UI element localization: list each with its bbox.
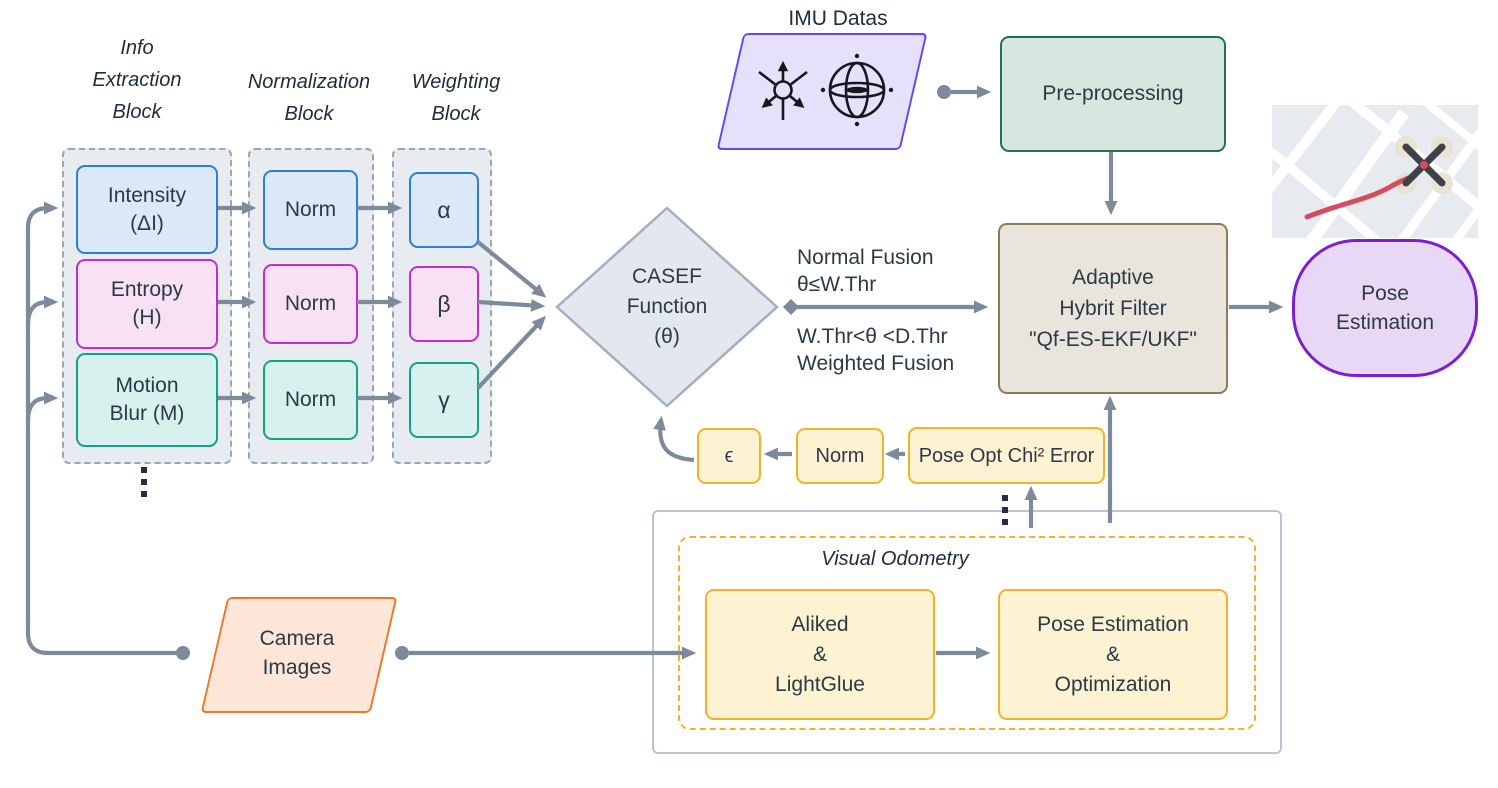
norm-box-entropy: Norm: [263, 264, 358, 344]
vo-box-line: &: [1105, 642, 1120, 666]
motion-blur-box: Motion Blur (M): [76, 353, 218, 447]
feedback-norm-box: Norm: [796, 428, 884, 484]
visual-odometry-title-text: Visual Odometry: [821, 548, 969, 570]
header-line: Block: [112, 101, 162, 123]
alpha-weight-box: α: [409, 172, 479, 248]
norm-box-intensity: Norm: [263, 170, 358, 250]
weighting-block-header: Weighting Block: [396, 66, 516, 130]
visual-odometry-title: Visual Odometry: [821, 548, 968, 571]
aliked-lightglue-box: Aliked & LightGlue: [705, 589, 935, 720]
header-line: Weighting: [411, 71, 501, 93]
camera-right-junction-dot: [395, 646, 409, 660]
pre-processing-box: Pre-processing: [1000, 36, 1226, 152]
intensity-box: Intensity (ΔI): [76, 165, 218, 254]
alpha-label: α: [437, 197, 451, 223]
fusion-line: Weighted Fusion: [797, 352, 955, 375]
header-line: Block: [284, 103, 334, 125]
motion-blur-label: Motion: [115, 374, 179, 397]
casef-line: (θ): [654, 325, 680, 348]
feedback-norm-label: Norm: [815, 445, 865, 467]
entropy-label: Entropy: [110, 278, 184, 301]
gyroscope-icon: [820, 53, 894, 127]
norm-label: Norm: [284, 388, 337, 411]
map-with-drone-trajectory-icon: [1272, 105, 1478, 238]
chi2-error-label: Pose Opt Chi² Error: [918, 444, 1095, 467]
gamma-label: γ: [438, 387, 450, 413]
motion-blur-symbol: Blur (M): [109, 402, 185, 425]
pose-opt-chi2-error-box: Pose Opt Chi² Error: [908, 427, 1105, 484]
pose-estimation-output-node: Pose Estimation: [1292, 239, 1478, 377]
camera-line: Camera: [259, 627, 335, 650]
casef-function-node: CASEF Function (θ): [597, 262, 737, 352]
vo-box-line: Optimization: [1054, 672, 1172, 696]
norm-box-motion: Norm: [263, 360, 358, 440]
pose-output-line: Pose: [1361, 282, 1409, 305]
header-line: Info: [120, 37, 154, 59]
visual-odometry-dashed-container: [678, 536, 1256, 730]
camera-to-motion-connector: [25, 391, 59, 421]
norm-label: Norm: [284, 292, 337, 315]
filter-line: "Qf-ES-EKF/UKF": [1029, 328, 1197, 351]
entropy-symbol: (H): [132, 306, 162, 329]
adaptive-hybrid-filter-box: Adaptive Hybrit Filter "Qf-ES-EKF/UKF": [998, 223, 1228, 394]
norm-label: Norm: [284, 198, 337, 221]
fusion-line: W.Thr<θ <D.Thr: [797, 325, 948, 348]
drone-icon: [1304, 136, 1453, 220]
pose-output-line: Estimation: [1335, 311, 1435, 334]
camera-to-entropy-connector: [25, 295, 59, 325]
casef-line: CASEF: [631, 265, 702, 288]
vo-box-line: Pose Estimation: [1037, 612, 1189, 636]
camera-images-label: Camera Images: [214, 597, 380, 709]
entropy-box: Entropy (H): [76, 259, 218, 349]
ellipsis-dot: [141, 491, 147, 497]
epsilon-box: ϵ: [697, 428, 761, 484]
imu-datas-title: IMU Datas: [748, 3, 928, 35]
intensity-label: Intensity: [107, 183, 187, 207]
casef-line: Function: [626, 295, 708, 318]
camera-left-junction-dot: [176, 646, 190, 660]
epsilon-label: ϵ: [724, 445, 734, 467]
filter-line: Hybrit Filter: [1059, 297, 1167, 320]
camera-line: Images: [262, 656, 332, 679]
vo-box-line: LightGlue: [775, 672, 865, 696]
map-svg: [1272, 105, 1478, 238]
epsilon-to-casef-arrow: [653, 415, 695, 463]
ellipsis-dot: [141, 467, 147, 473]
pre-processing-label: Pre-processing: [1042, 82, 1184, 105]
weighted-fusion-label: W.Thr<θ <D.Thr Weighted Fusion: [797, 323, 954, 377]
gamma-weight-box: γ: [409, 362, 479, 438]
header-line: Extraction: [92, 69, 182, 91]
info-extraction-block-header: Info Extraction Block: [57, 32, 217, 128]
header-line: Normalization: [247, 71, 371, 93]
normalization-block-header: Normalization Block: [230, 66, 388, 130]
beta-weight-box: β: [409, 266, 479, 342]
casef-diamond-shape: [555, 206, 779, 408]
accelerometer-axes-icon: [758, 60, 808, 120]
fusion-line: θ≤W.Thr: [797, 273, 877, 296]
imu-junction-dot: [937, 85, 951, 99]
ellipsis-dot: [141, 479, 147, 485]
imu-title-text: IMU Datas: [788, 7, 888, 30]
imu-icons-svg: [758, 53, 894, 127]
vo-box-line: Aliked: [791, 612, 849, 636]
header-line: Block: [431, 103, 481, 125]
normal-fusion-label: Normal Fusion θ≤W.Thr: [797, 244, 934, 298]
beta-label: β: [437, 291, 451, 317]
fusion-line: Normal Fusion: [797, 246, 934, 269]
imu-icons: [745, 47, 905, 133]
vo-box-line: &: [812, 642, 827, 666]
filter-line: Adaptive: [1072, 266, 1154, 289]
pose-estimation-optimization-box: Pose Estimation & Optimization: [998, 589, 1228, 720]
ellipsis-dot: [1002, 495, 1008, 501]
intensity-symbol: (ΔI): [130, 211, 164, 235]
